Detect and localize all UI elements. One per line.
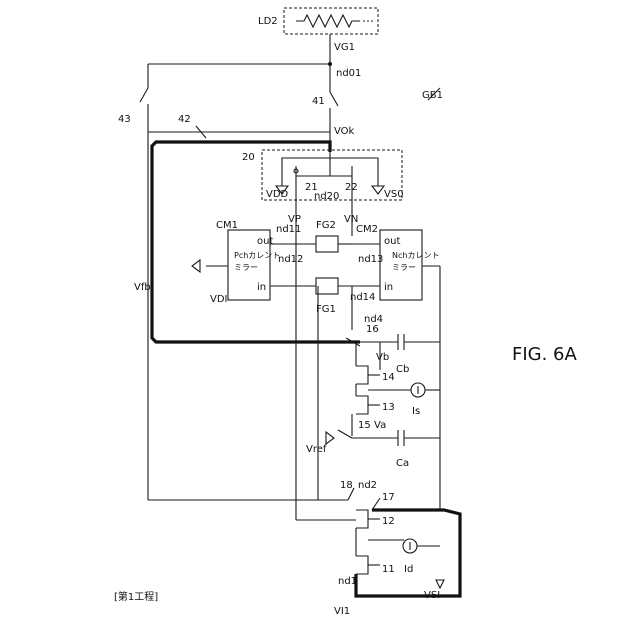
load-label: LD2 xyxy=(258,16,278,27)
vs0-symbol xyxy=(372,186,384,194)
node-va: Va xyxy=(374,420,386,431)
load-resistor xyxy=(296,15,360,27)
label-cb: Cb xyxy=(396,364,409,375)
fg2-block xyxy=(316,236,338,252)
node-vfb: Vfb xyxy=(134,282,151,293)
figure-label: FIG. 6A xyxy=(512,344,578,365)
label-43: 43 xyxy=(118,114,131,125)
node-nd12: nd12 xyxy=(278,254,303,265)
supply-vdi: VDI xyxy=(210,294,228,305)
label-15: 15 xyxy=(358,420,371,431)
label-11: 11 xyxy=(382,564,395,575)
step-label: [第1工程] xyxy=(114,590,158,603)
node-vb: Vb xyxy=(376,352,389,363)
label-14: 14 xyxy=(382,372,395,383)
node-nd20: nd20 xyxy=(314,191,339,202)
label-13: 13 xyxy=(382,402,395,413)
node-nd13: nd13 xyxy=(358,254,383,265)
transistor-12 xyxy=(356,510,368,528)
transistor-14 xyxy=(356,366,368,384)
supply-vdd: VDD xyxy=(266,189,289,200)
switch-17 xyxy=(372,498,380,510)
label-41: 41 xyxy=(312,96,325,107)
label-17: 17 xyxy=(382,492,395,503)
node-nd2: nd2 xyxy=(358,480,377,491)
cm2-title-1: Nchカレント xyxy=(392,251,439,260)
label-18: 18 xyxy=(340,480,353,491)
label-16: 16 xyxy=(366,324,379,335)
fg1-block xyxy=(316,278,338,294)
node-nd01: nd01 xyxy=(336,68,361,79)
label-20: 20 xyxy=(242,152,255,163)
switch-41 xyxy=(330,92,338,106)
node-vi1: VI1 xyxy=(334,606,350,617)
transistor-11 xyxy=(356,556,368,574)
node-vref: Vref xyxy=(306,444,327,455)
label-12: 12 xyxy=(382,516,395,527)
load-dots xyxy=(363,20,373,22)
vdi-symbol xyxy=(192,260,200,272)
node-nd14: nd14 xyxy=(350,292,375,303)
cm1-title-2: ミラー xyxy=(234,263,258,272)
cm1-port-in: in xyxy=(257,282,266,293)
vref-symbol xyxy=(326,432,334,444)
cm2-port-out: out xyxy=(384,236,400,247)
switch-15 xyxy=(338,430,352,438)
label-22: 22 xyxy=(345,182,358,193)
transistor-13 xyxy=(356,396,368,414)
cm2-port-in: in xyxy=(384,282,393,293)
supply-vsi: VSI xyxy=(424,590,440,601)
label-id: Id xyxy=(404,564,413,575)
label-is: Is xyxy=(412,406,420,417)
supply-vs0: VS0 xyxy=(384,189,404,200)
cm1-title-1: Pchカレント xyxy=(234,251,280,260)
label-fg2: FG2 xyxy=(316,220,336,231)
node-cm2-ref: CM2 xyxy=(356,224,378,235)
label-ca: Ca xyxy=(396,458,409,469)
label-42: 42 xyxy=(178,114,191,125)
node-nd1: nd1 xyxy=(338,576,357,587)
cm2-title-2: ミラー xyxy=(392,263,416,272)
switch-43 xyxy=(140,88,148,102)
node-vg1: VG1 xyxy=(334,42,355,53)
label-fg1: FG1 xyxy=(316,304,336,315)
opamp-diff-pair xyxy=(296,166,352,176)
node-vok: VOk xyxy=(334,126,355,137)
junction-nd01 xyxy=(328,62,332,66)
node-nd11: nd11 xyxy=(276,224,301,235)
cm1-name: CM1 xyxy=(216,220,238,231)
vsi-symbol xyxy=(436,580,444,588)
cm1-port-out: out xyxy=(257,236,273,247)
